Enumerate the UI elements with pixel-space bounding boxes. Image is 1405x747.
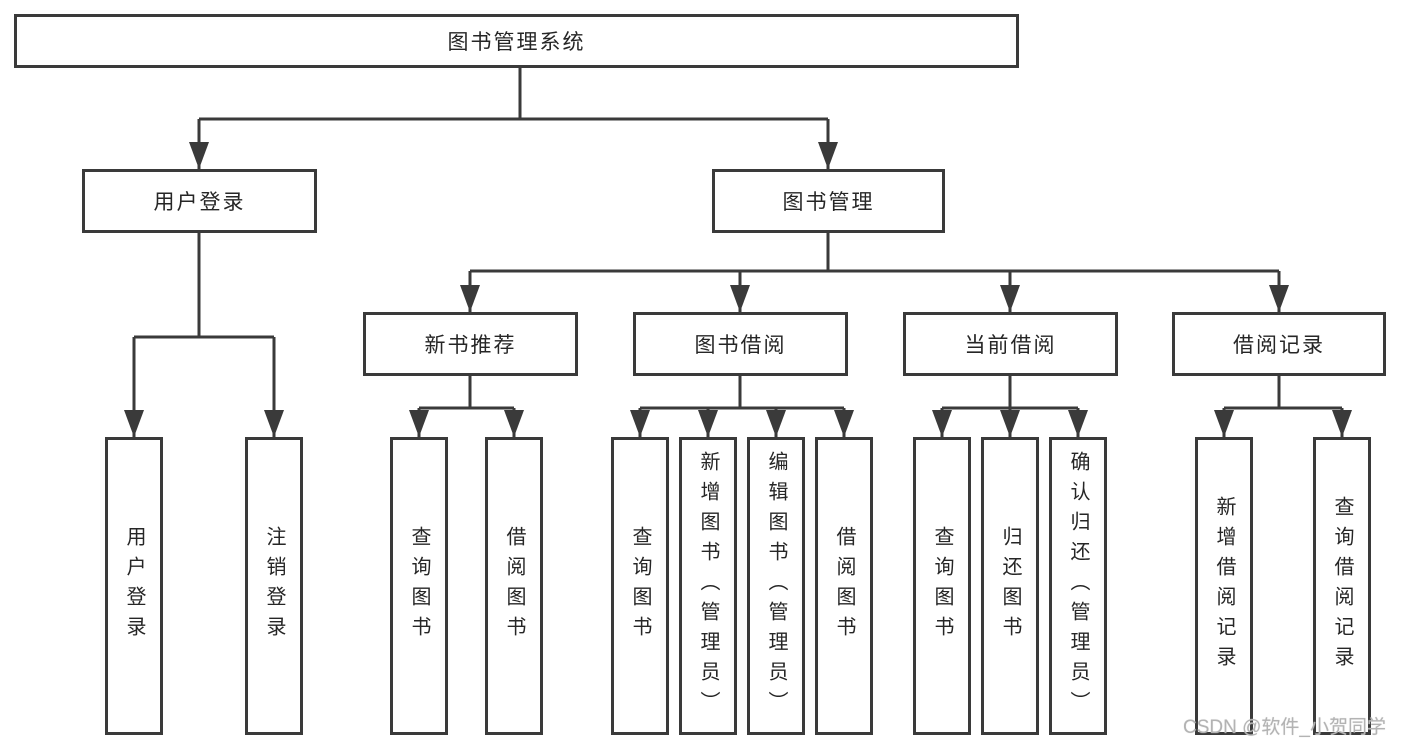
- node-book-borrow: 图书借阅: [633, 312, 848, 376]
- node-book-borrow-label: 图书借阅: [694, 334, 787, 357]
- node-book-management-label: 图书管理: [782, 191, 875, 214]
- arrowheads: [124, 142, 1352, 437]
- leaf-query-books-current-label: 查询图书: [931, 526, 953, 646]
- leaf-borrow-books-recommend-label: 借阅图书: [503, 526, 525, 646]
- leaf-query-books-borrow: 查询图书: [611, 437, 669, 735]
- leaf-edit-books-admin: 编辑图书（管理员）: [747, 437, 805, 735]
- leaf-user-login-label: 用户登录: [123, 526, 145, 646]
- leaf-query-books-current: 查询图书: [913, 437, 971, 735]
- leaf-borrow-books-recommend: 借阅图书: [485, 437, 543, 735]
- leaf-confirm-return-admin: 确认归还（管理员）: [1049, 437, 1107, 735]
- node-book-management: 图书管理: [712, 169, 945, 233]
- leaf-logout: 注销登录: [245, 437, 303, 735]
- leaf-add-books-admin-label: 新增图书（管理员）: [697, 451, 719, 721]
- leaf-user-login: 用户登录: [105, 437, 163, 735]
- leaf-borrow-books: 借阅图书: [815, 437, 873, 735]
- node-user-login-label: 用户登录: [153, 191, 246, 214]
- leaf-add-borrow-record-label: 新增借阅记录: [1213, 496, 1235, 676]
- leaf-confirm-return-admin-label: 确认归还（管理员）: [1067, 451, 1089, 721]
- node-current-borrow-label: 当前借阅: [964, 334, 1057, 357]
- node-user-login: 用户登录: [82, 169, 317, 233]
- leaf-add-borrow-record: 新增借阅记录: [1195, 437, 1253, 735]
- node-borrow-records-label: 借阅记录: [1233, 334, 1325, 357]
- node-new-book-recommend: 新书推荐: [363, 312, 578, 376]
- node-library-system-label: 图书管理系统: [447, 31, 586, 54]
- leaf-borrow-books-label: 借阅图书: [833, 526, 855, 646]
- leaf-edit-books-admin-label: 编辑图书（管理员）: [765, 451, 787, 721]
- leaf-return-books-label: 归还图书: [999, 526, 1021, 646]
- leaf-query-books-borrow-label: 查询图书: [629, 526, 651, 646]
- node-borrow-records: 借阅记录: [1172, 312, 1386, 376]
- leaf-add-books-admin: 新增图书（管理员）: [679, 437, 737, 735]
- leaf-query-books-recommend-label: 查询图书: [408, 526, 430, 646]
- leaf-query-borrow-record-label: 查询借阅记录: [1331, 496, 1353, 676]
- node-new-book-recommend-label: 新书推荐: [424, 334, 517, 357]
- leaf-query-borrow-record: 查询借阅记录: [1313, 437, 1371, 735]
- csdn-watermark: CSDN @软件_小贺同学: [1183, 717, 1386, 738]
- leaf-query-books-recommend: 查询图书: [390, 437, 448, 735]
- node-library-system: 图书管理系统: [14, 14, 1019, 68]
- leaf-logout-label: 注销登录: [263, 526, 285, 646]
- node-current-borrow: 当前借阅: [903, 312, 1118, 376]
- leaf-return-books: 归还图书: [981, 437, 1039, 735]
